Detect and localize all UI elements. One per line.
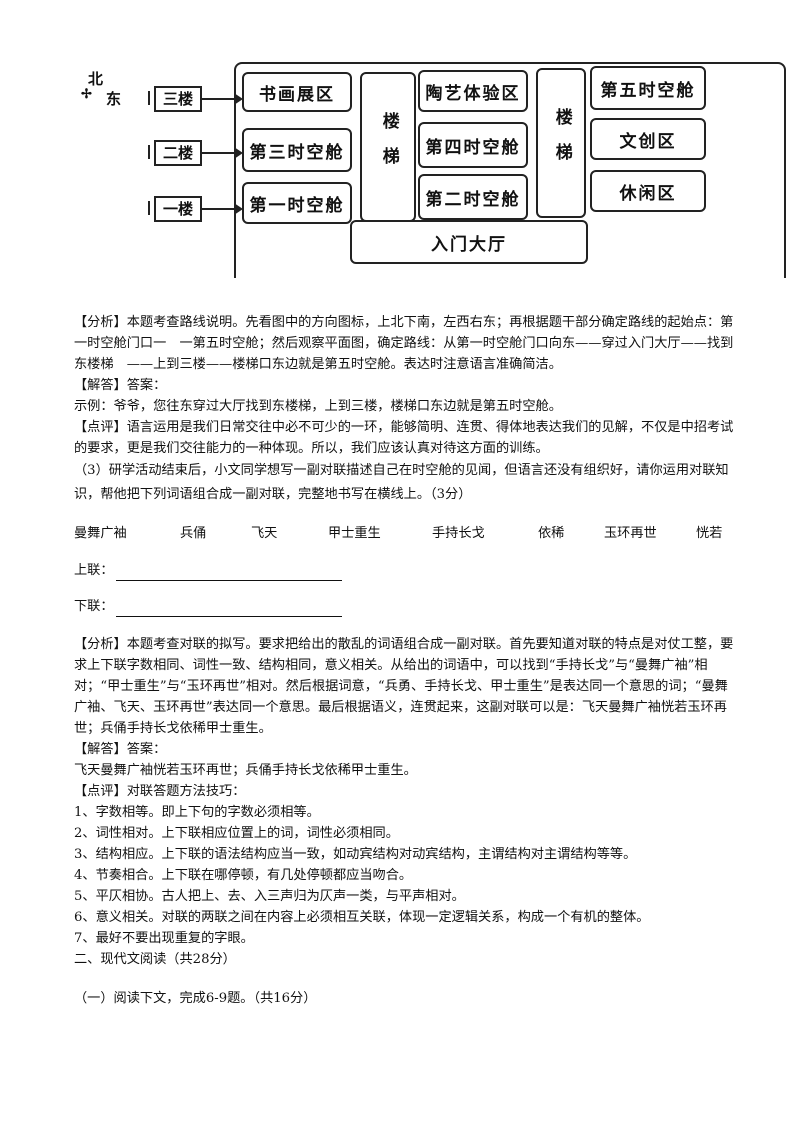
question-3-prompt: （3）研学活动结束后，小文同学想写一副对联描述自己在时空舱的见闻，但语言还没有组… <box>74 463 729 502</box>
tip-item: 3、结构相应。上下联的语法结构应当一致，如动宾结构对动宾结构，主谓结构对主谓结构… <box>74 847 637 862</box>
room-creative: 文创区 <box>590 118 706 160</box>
stairs-east: 楼梯 <box>536 68 586 218</box>
analysis-paragraph-1: 【分析】本题考查路线说明。先看图中的方向图标，上北下南，左西右东；再根据题干部分… <box>74 315 734 372</box>
arrow-tail-1 <box>148 201 150 215</box>
word-item: 依稀 <box>538 526 565 541</box>
stairs-west: 楼梯 <box>360 72 416 222</box>
tip-item: 2、词性相对。上下联相应位置上的词，词性必须相同。 <box>74 826 399 841</box>
arrow-head-1 <box>234 203 243 215</box>
arrow-tail-2 <box>148 145 150 159</box>
word-item: 飞天 <box>251 526 278 541</box>
lower-couplet-label: 下联： <box>74 599 114 614</box>
arrow-tail-3 <box>148 91 150 105</box>
answer-label-1: 【解答】答案： <box>74 378 167 393</box>
floor-plan-diagram: 北 ✢ 东 三楼 二楼 一楼 书画展区 第三时空舱 第一时空舱 楼梯 陶艺体验区… <box>78 58 786 283</box>
lower-couplet-row: 下联： <box>74 597 342 617</box>
room-calligraphy: 书画展区 <box>242 72 352 112</box>
word-item: 玉环再世 <box>604 526 657 541</box>
part-2-heading: 二、现代文阅读（共28分） <box>74 952 236 967</box>
arrow-line-3 <box>202 98 234 100</box>
arrow-line-2 <box>202 152 234 154</box>
room-capsule-3: 第三时空舱 <box>242 128 352 172</box>
arrow-line-1 <box>202 208 234 210</box>
tip-item: 6、意义相关。对联的两联之间在内容上必须相互关联，体现一定逻辑关系，构成一个有机… <box>74 910 650 925</box>
arrow-head-3 <box>234 93 243 105</box>
room-capsule-2: 第二时空舱 <box>418 174 528 220</box>
compass-mark: ✢ <box>81 87 92 102</box>
tip-item: 7、最好不要出现重复的字眼。 <box>74 931 254 946</box>
room-lobby: 入门大厅 <box>350 220 588 264</box>
word-item: 甲士重生 <box>328 526 381 541</box>
part-2-subheading: （一）阅读下文，完成6-9题。（共16分） <box>74 991 317 1006</box>
room-capsule-1: 第一时空舱 <box>242 182 352 224</box>
room-pottery: 陶艺体验区 <box>418 70 528 112</box>
word-item: 曼舞广袖 <box>74 526 127 541</box>
word-item: 兵俑 <box>180 526 207 541</box>
upper-couplet-label: 上联： <box>74 563 114 578</box>
comment-paragraph-1: 【点评】语言运用是我们日常交往中必不可少的一环，能够简明、连贯、得体地表达我们的… <box>74 420 734 456</box>
word-item: 恍若 <box>696 526 723 541</box>
answer-text-2: 飞天曼舞广袖恍若玉环再世；兵俑手持长戈依稀甲士重生。 <box>74 763 417 778</box>
floor-tag-2: 二楼 <box>154 140 202 166</box>
tip-item: 1、字数相等。即上下句的字数必须相等。 <box>74 805 320 820</box>
upper-couplet-row: 上联： <box>74 561 342 581</box>
word-item: 手持长戈 <box>432 526 485 541</box>
answer-text-1: 示例：爷爷，您往东穿过大厅找到东楼梯，上到三楼，楼梯口东边就是第五时空舱。 <box>74 399 562 414</box>
tip-item: 5、平仄相协。古人把上、去、入三声归为仄声一类，与平声相对。 <box>74 889 465 904</box>
room-capsule-4: 第四时空舱 <box>418 122 528 168</box>
arrow-head-2 <box>234 147 243 159</box>
upper-couplet-blank[interactable] <box>115 566 342 581</box>
room-capsule-5: 第五时空舱 <box>590 66 706 110</box>
floor-tag-1: 一楼 <box>154 196 202 222</box>
word-list: 曼舞广袖 兵俑 飞天 甲士重生 手持长戈 依稀 玉环再世 恍若 <box>74 522 734 542</box>
answer-label-2: 【解答】答案： <box>74 742 167 757</box>
room-leisure: 休闲区 <box>590 170 706 212</box>
floor-tag-3: 三楼 <box>154 86 202 112</box>
compass-east: 东 <box>106 90 122 108</box>
tip-item: 4、节奏相合。上下联在哪停顿，有几处停顿都应当吻合。 <box>74 868 413 883</box>
building-outline <box>234 62 786 278</box>
compass-north: 北 <box>88 70 104 88</box>
analysis-paragraph-2: 【分析】本题考查对联的拟写。要求把给出的散乱的词语组合成一副对联。首先要知道对联… <box>74 637 734 736</box>
lower-couplet-blank[interactable] <box>115 602 342 617</box>
tips-title: 【点评】对联答题方法技巧： <box>74 784 246 799</box>
